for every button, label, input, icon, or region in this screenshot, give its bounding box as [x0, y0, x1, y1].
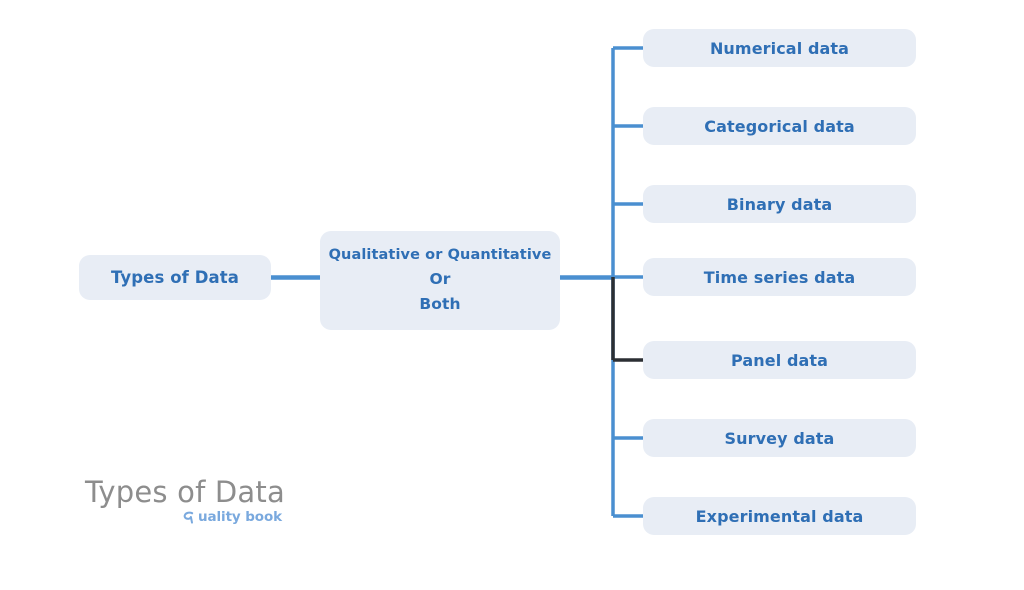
- node-leaf-label: Numerical data: [709, 38, 850, 58]
- node-middle-line-3: Both: [419, 295, 461, 314]
- node-binary-data[interactable]: Binary data: [643, 185, 916, 223]
- node-middle-line-1: Qualitative or Quantitative: [328, 246, 552, 263]
- node-leaf-label: Panel data: [730, 350, 829, 370]
- node-root-label: Types of Data: [110, 268, 240, 287]
- node-middle-line-2: Or: [429, 270, 451, 289]
- q-logo-icon: [183, 511, 194, 524]
- node-categorical-data[interactable]: Categorical data: [643, 107, 916, 145]
- node-experimental-data[interactable]: Experimental data: [643, 497, 916, 535]
- node-root[interactable]: Types of Data: [79, 255, 271, 300]
- node-leaf-label: Binary data: [726, 194, 833, 214]
- node-leaf-label: Experimental data: [695, 506, 864, 526]
- node-survey-data[interactable]: Survey data: [643, 419, 916, 457]
- node-leaf-label: Survey data: [724, 428, 835, 448]
- watermark: Types of Data uality book: [85, 478, 345, 538]
- watermark-caption: Types of Data: [85, 475, 285, 509]
- quality-book-logo: uality book: [181, 510, 282, 526]
- node-leaf-label: Time series data: [703, 267, 856, 287]
- node-leaf-label: Categorical data: [704, 116, 855, 136]
- watermark-logo-text: uality book: [198, 509, 283, 526]
- node-numerical-data[interactable]: Numerical data: [643, 29, 916, 67]
- node-panel-data[interactable]: Panel data: [643, 341, 916, 379]
- node-qualitative-quantitative[interactable]: Qualitative or Quantitative Or Both: [320, 231, 560, 330]
- node-time-series-data[interactable]: Time series data: [643, 258, 916, 296]
